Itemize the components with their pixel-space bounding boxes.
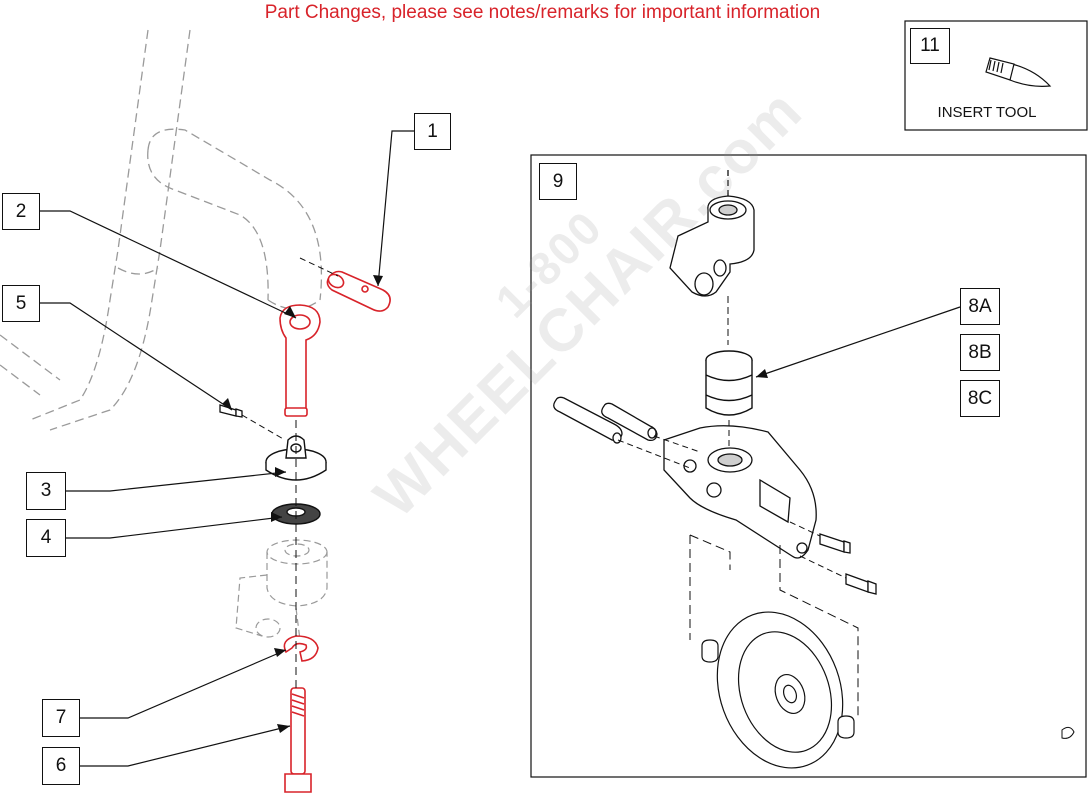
caster-wheel <box>716 611 844 769</box>
axle-pins <box>553 396 658 444</box>
symbol-mark-icon <box>1061 726 1075 739</box>
bolt-axes <box>617 420 847 579</box>
callout-7: 7 <box>42 699 80 737</box>
leader-lines <box>40 130 961 767</box>
callout-1: 1 <box>414 113 451 150</box>
centerline <box>299 257 339 277</box>
callout-6: 6 <box>42 747 80 785</box>
fork-yoke <box>663 425 817 559</box>
callout-8c: 8C <box>960 380 1000 417</box>
callout-11: 11 <box>910 28 950 64</box>
wheel-spacers <box>701 639 855 739</box>
callout-2: 2 <box>2 193 40 230</box>
fork-bearing-housing <box>669 170 755 297</box>
caster-assembly-box <box>530 154 1087 778</box>
part-6-bolt <box>284 687 312 793</box>
callout-9: 9 <box>539 163 577 200</box>
ghost-fork-outline <box>235 539 328 641</box>
insert-tool-icon <box>985 57 1052 87</box>
insert-tool-label: INSERT TOOL <box>937 104 1037 121</box>
callout-8b: 8B <box>960 334 1000 371</box>
bushing <box>705 350 753 416</box>
wheel-guide-lines <box>689 534 859 720</box>
callout-4: 4 <box>26 519 66 557</box>
leader-arrowheads <box>222 275 768 733</box>
part-2-stem <box>279 304 321 417</box>
callout-8a: 8A <box>960 288 1000 325</box>
callout-5: 5 <box>2 285 40 322</box>
yoke-bolts <box>819 533 877 595</box>
screw-axis <box>241 414 286 441</box>
callout-3: 3 <box>26 472 66 510</box>
frame-tube-outline <box>0 29 323 431</box>
insert-tool-box <box>904 20 1088 131</box>
part-changes-notice: Part Changes, please see notes/remarks f… <box>264 2 821 23</box>
part-1-pin <box>326 270 391 312</box>
part-5-screw <box>219 404 243 418</box>
part-7-clip <box>283 635 319 662</box>
